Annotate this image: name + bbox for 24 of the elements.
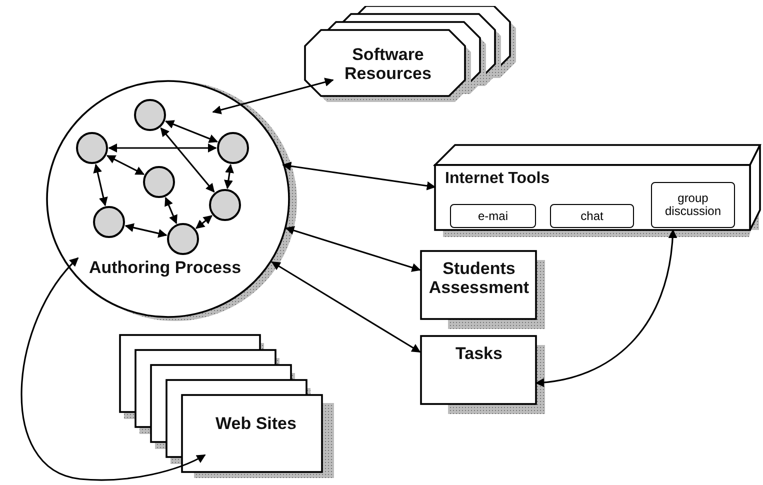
tool-item: group discussion [651, 182, 735, 228]
double-arrow [20, 257, 206, 481]
double-arrow [224, 164, 234, 190]
double-arrow [164, 120, 218, 143]
node-label: Tasks [454, 345, 504, 364]
double-arrow [108, 144, 217, 152]
node-label: Internet Tools [445, 170, 551, 188]
node-label: Students Assessment [428, 260, 530, 298]
double-arrow [271, 261, 421, 353]
double-arrow [212, 78, 334, 114]
double-arrow [196, 215, 212, 229]
node-label: Web Sites [214, 415, 298, 434]
double-arrow [93, 164, 108, 206]
double-arrow [106, 154, 145, 176]
tool-item: chat [550, 204, 634, 228]
double-arrow [160, 127, 215, 193]
node-label: Software Resources [344, 46, 432, 84]
double-arrow [285, 226, 421, 272]
tool-item: e-mai [450, 204, 536, 228]
double-arrow [282, 162, 436, 190]
double-arrow [124, 223, 168, 238]
double-arrow [164, 196, 178, 224]
node-label: Authoring Process [88, 259, 242, 278]
double-arrow [535, 229, 677, 387]
